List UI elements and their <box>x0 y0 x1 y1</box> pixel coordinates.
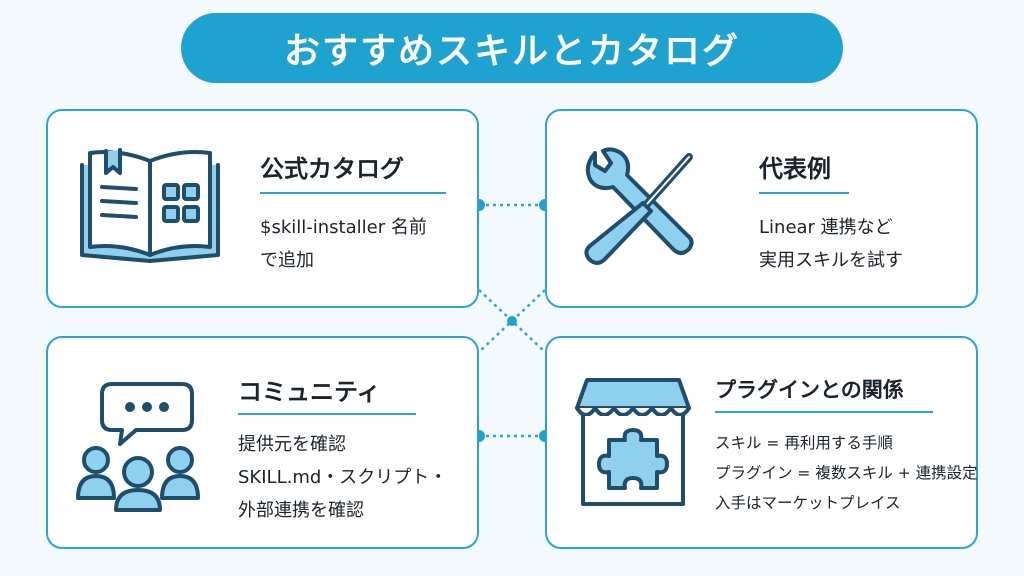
store-puzzle-icon <box>575 378 691 506</box>
title-underline <box>238 413 416 415</box>
card-description: スキル = 再利用する手順 プラグイン = 複数スキル + 連携設定 入手はマー… <box>715 428 978 518</box>
connector-diagonal-up <box>478 289 546 353</box>
description-line: 外部連携を確認 <box>238 500 364 521</box>
description-line: で追加 <box>260 250 314 271</box>
title-underline <box>759 192 849 194</box>
page-title: おすすめスキルとカタログ <box>283 31 740 72</box>
connector-diagonal-down <box>478 289 546 353</box>
description-line: スキル = 再利用する手順 <box>715 434 893 452</box>
community-chat-icon <box>76 382 200 512</box>
wrench-screwdriver-icon <box>584 147 694 265</box>
card-title: 公式カタログ <box>260 155 404 183</box>
open-book-icon <box>80 148 220 263</box>
card-title: プラグインとの関係 <box>715 378 904 402</box>
description-line: $skill-installer 名前 <box>260 217 427 238</box>
card-community: コミュニティ 提供元を確認 SKILL.md・スクリプト・ 外部連携を確認 <box>46 336 479 549</box>
description-line: 実用スキルを試す <box>759 250 903 271</box>
card-title: コミュニティ <box>238 378 381 406</box>
connector-center-dot <box>507 316 517 326</box>
description-line: 提供元を確認 <box>238 434 346 455</box>
card-description: 提供元を確認 SKILL.md・スクリプト・ 外部連携を確認 <box>238 428 447 527</box>
card-plugin-relation: プラグインとの関係 スキル = 再利用する手順 プラグイン = 複数スキル + … <box>545 336 978 549</box>
description-line: Linear 連携など <box>759 217 893 238</box>
title-underline <box>715 411 933 413</box>
card-title: 代表例 <box>759 155 831 183</box>
card-examples: 代表例 Linear 連携など 実用スキルを試す <box>545 109 978 308</box>
description-line: プラグイン = 複数スキル + 連携設定 <box>715 464 978 482</box>
card-description: $skill-installer 名前 で追加 <box>260 211 427 277</box>
card-description: Linear 連携など 実用スキルを試す <box>759 211 903 277</box>
card-official-catalog: 公式カタログ $skill-installer 名前 で追加 <box>46 109 479 308</box>
title-underline <box>260 192 446 194</box>
description-line: 入手はマーケットプレイス <box>715 494 901 512</box>
description-line: SKILL.md・スクリプト・ <box>238 467 448 488</box>
page-title-banner: おすすめスキルとカタログ <box>181 13 843 83</box>
